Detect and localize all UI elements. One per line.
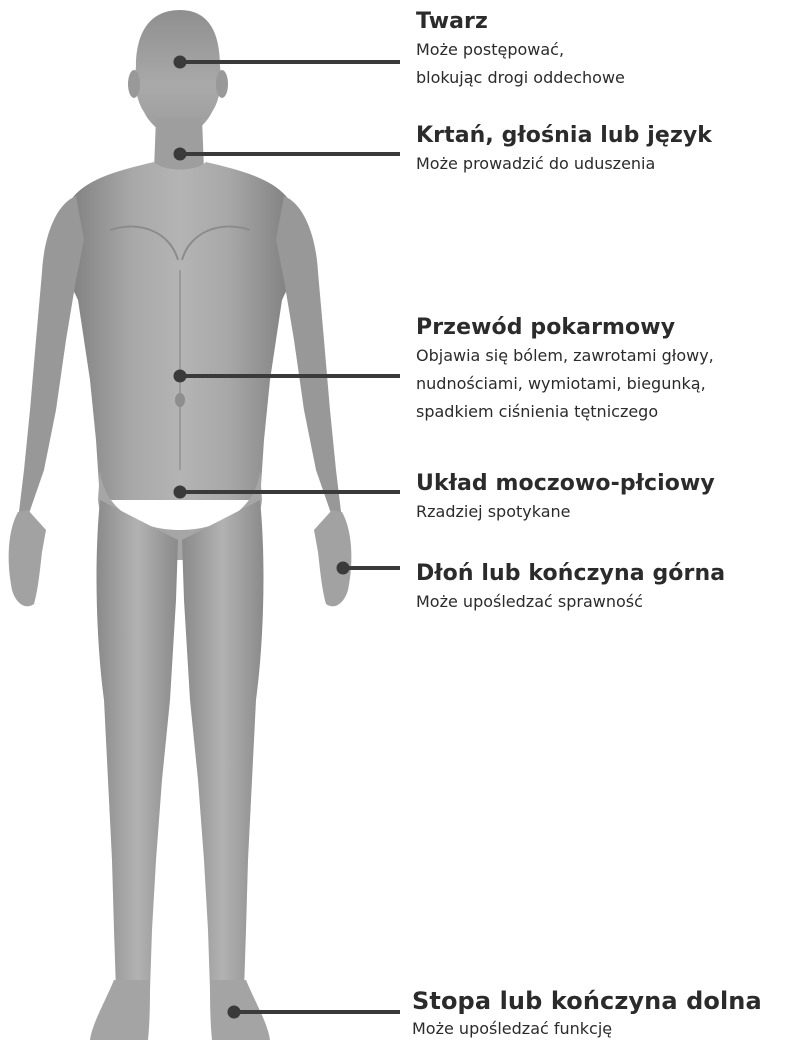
label-foot-line-1: Może upośledzać funkcję <box>412 1015 762 1043</box>
right-hand <box>314 510 351 606</box>
label-digestive-title: Przewód pokarmowy <box>416 314 714 342</box>
label-urogenital: Układ moczowo-płciowy Rzadziej spotykane <box>416 470 715 526</box>
label-hand-title: Dłoń lub kończyna górna <box>416 560 725 588</box>
left-arm <box>18 196 84 522</box>
label-digestive-line-3: spadkiem ciśnienia tętniczego <box>416 398 714 426</box>
label-digestive-line-1: Objawia się bólem, zawrotami głowy, <box>416 342 714 370</box>
left-leg <box>97 500 178 990</box>
human-body-figure <box>9 10 352 1040</box>
label-larynx-line-1: Może prowadzić do uduszenia <box>416 150 712 178</box>
label-face-line-2: blokując drogi oddechowe <box>416 64 625 92</box>
right-arm <box>276 196 342 522</box>
navel <box>175 393 185 407</box>
label-digestive-tract: Przewód pokarmowy Objawia się bólem, zaw… <box>416 314 714 426</box>
label-face-title: Twarz <box>416 8 625 36</box>
label-hand: Dłoń lub kończyna górna Może upośledzać … <box>416 560 725 616</box>
label-urogenital-line-1: Rzadziej spotykane <box>416 498 715 526</box>
label-face-line-1: Może postępować, <box>416 36 625 64</box>
label-urogenital-title: Układ moczowo-płciowy <box>416 470 715 498</box>
head <box>135 10 220 136</box>
label-face: Twarz Może postępować, blokując drogi od… <box>416 8 625 92</box>
label-larynx-title: Krtań, głośnia lub język <box>416 122 712 150</box>
right-leg <box>182 500 263 990</box>
neck <box>154 118 204 170</box>
label-foot-title: Stopa lub kończyna dolna <box>412 987 762 1015</box>
left-hand <box>9 510 46 606</box>
left-foot <box>90 980 150 1040</box>
right-ear <box>216 70 228 98</box>
label-larynx: Krtań, głośnia lub język Może prowadzić … <box>416 122 712 178</box>
left-ear <box>128 70 140 98</box>
label-foot: Stopa lub kończyna dolna Może upośledzać… <box>412 987 762 1043</box>
label-digestive-line-2: nudnościami, wymiotami, biegunką, <box>416 370 714 398</box>
label-hand-line-1: Może upośledzać sprawność <box>416 588 725 616</box>
